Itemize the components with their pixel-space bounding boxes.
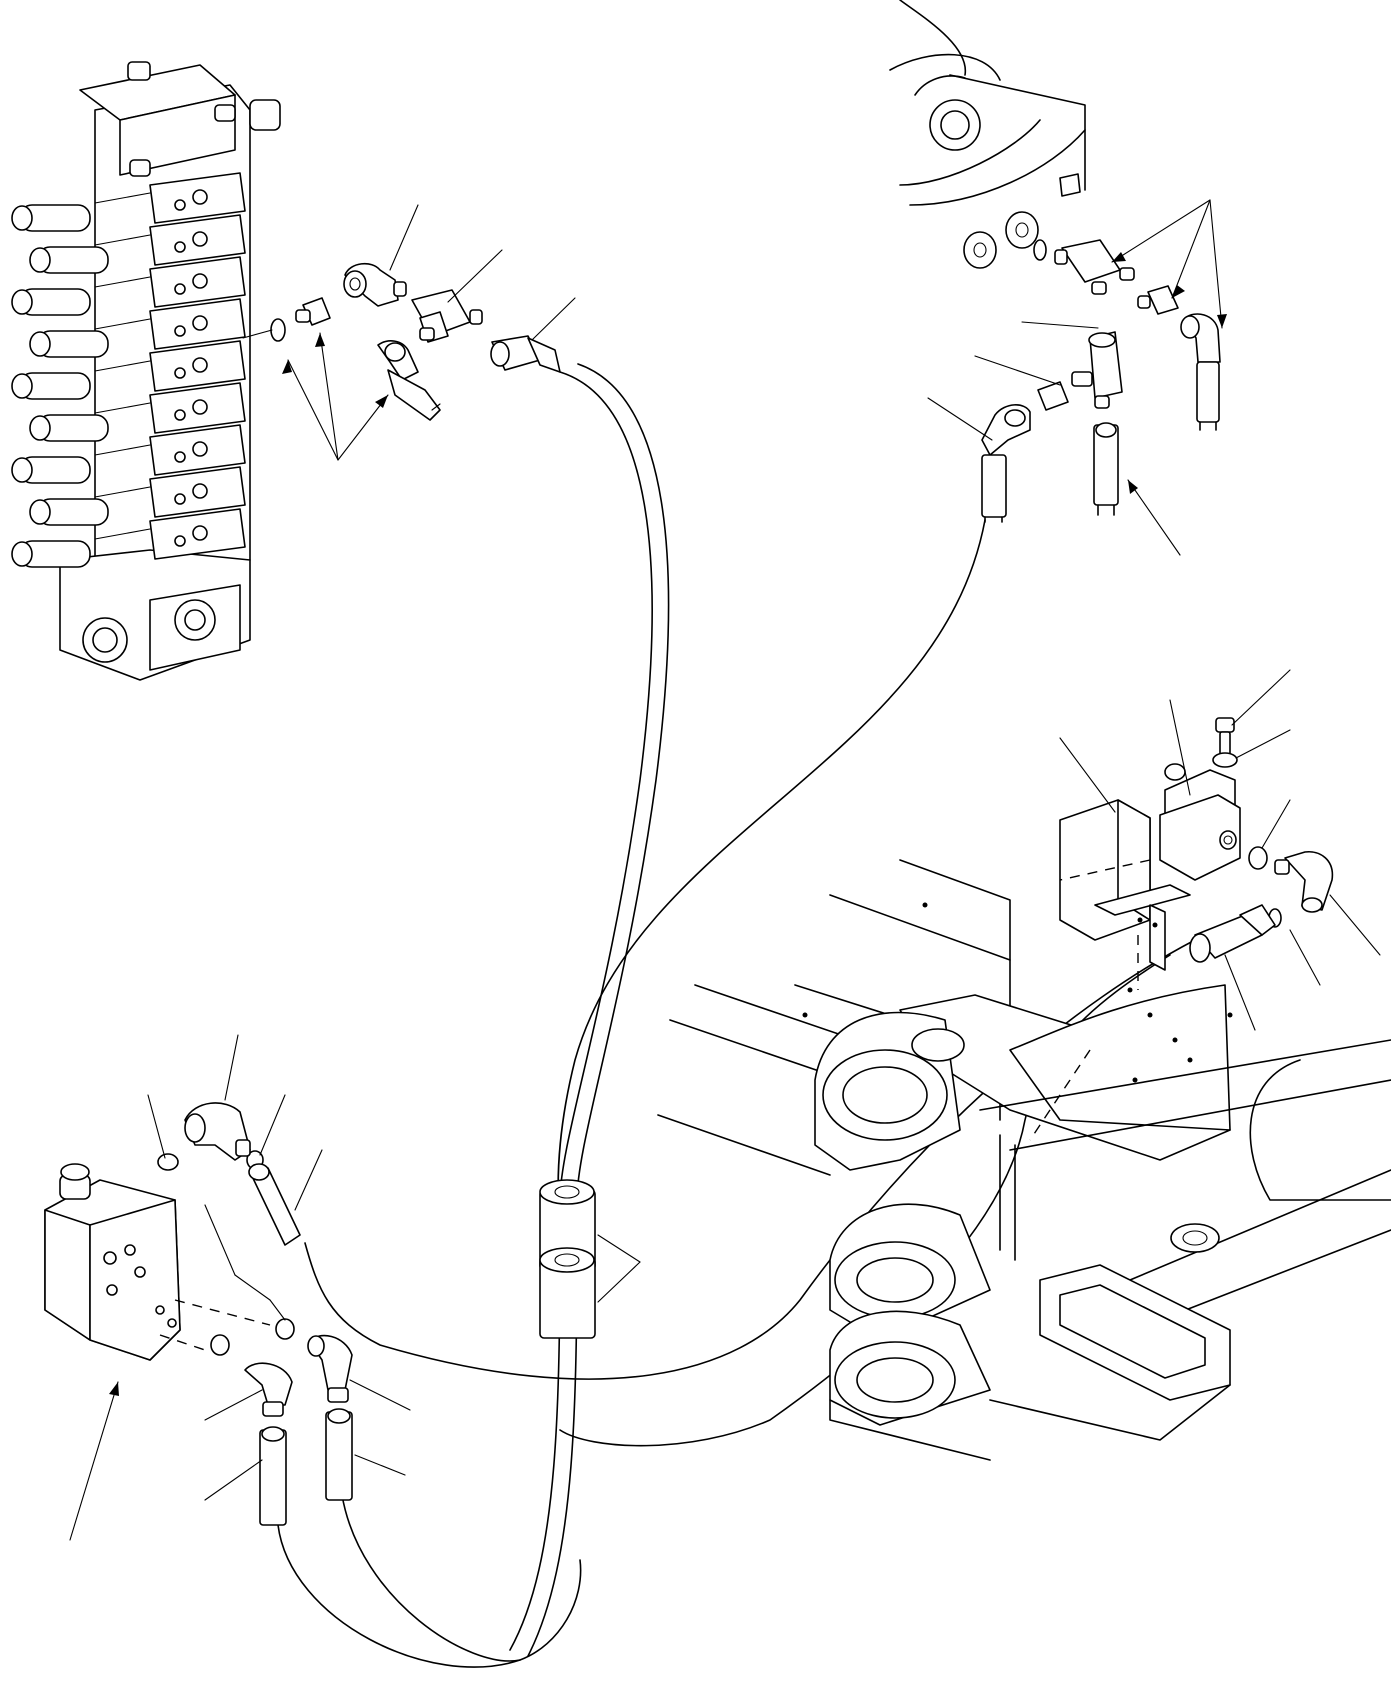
leader-lines-right [1030,670,1380,1140]
hose [278,1495,581,1667]
valve-spool-section [12,509,245,567]
hose [249,1164,300,1245]
tee-fitting [412,290,482,342]
elbow-fitting [245,1363,292,1416]
elbow-fitting [982,405,1030,455]
elbow-fitting [1181,314,1220,362]
manifold-block [45,1164,180,1360]
elbow-fitting [308,1336,352,1402]
leader-lines-top [243,205,575,460]
valve-spool-section [30,215,245,273]
control-valve [12,62,280,680]
valve-spool-section [30,383,245,441]
valve-spool-section [30,299,245,357]
adapter-fitting [1138,286,1178,314]
o-ring [271,319,285,341]
hose [558,520,985,1240]
o-ring [158,1151,294,1355]
o-ring [1034,240,1046,260]
hose-clamp [540,1248,595,1338]
tee-fitting [1072,332,1122,408]
swing-frame [890,0,1085,205]
hose [260,1409,352,1525]
leader-lines-top-right [928,200,1227,555]
adapter-fitting [491,336,560,372]
valve-spool-section [12,341,245,399]
solenoid-valve [1160,764,1240,880]
hose [982,423,1118,522]
valve-spool-section [12,173,245,231]
leader-lines-clamp [598,1235,640,1302]
valve-spool-section [12,425,245,483]
tee-fitting [1055,240,1134,294]
washer [1213,753,1237,767]
pressure-switch [1190,905,1275,962]
o-ring [1249,847,1267,869]
swing-frame [658,860,1391,1460]
adapter-fitting [296,298,330,325]
elbow-fitting [344,264,406,306]
bracket [1060,800,1190,970]
valve-spool-section [12,257,245,315]
washer [964,212,1038,268]
elbow-fitting [378,341,440,420]
hose [510,364,669,1656]
leader-lines-bottom-left [70,1035,410,1540]
hose [1197,362,1219,430]
valve-spool-section [30,467,245,525]
adapter-fitting [1038,382,1068,410]
elbow-fitting [185,1103,250,1160]
elbow-fitting [1275,852,1332,912]
